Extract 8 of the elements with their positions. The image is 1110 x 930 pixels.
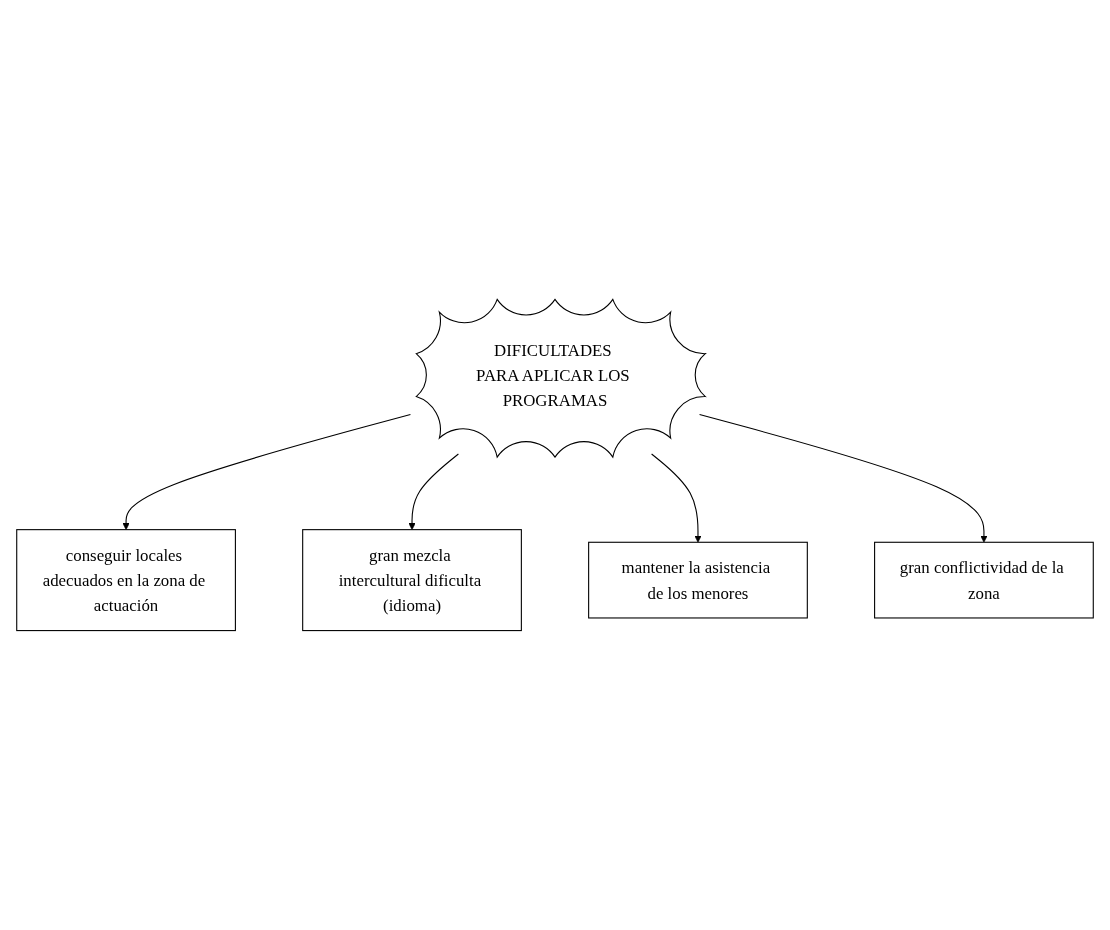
node-box: gran conflictividad de la zona	[874, 541, 1094, 619]
arrow	[699, 413, 988, 543]
arrow	[122, 413, 411, 530]
arrow	[651, 453, 702, 543]
node-box: conseguir locales adecuados en la zona de actuación	[16, 529, 236, 632]
node-box: gran mezcla intercultural dificulta (idioma)	[302, 529, 522, 632]
arrow	[408, 453, 459, 530]
node-box: mantener la asistencia de los menores	[588, 541, 808, 619]
